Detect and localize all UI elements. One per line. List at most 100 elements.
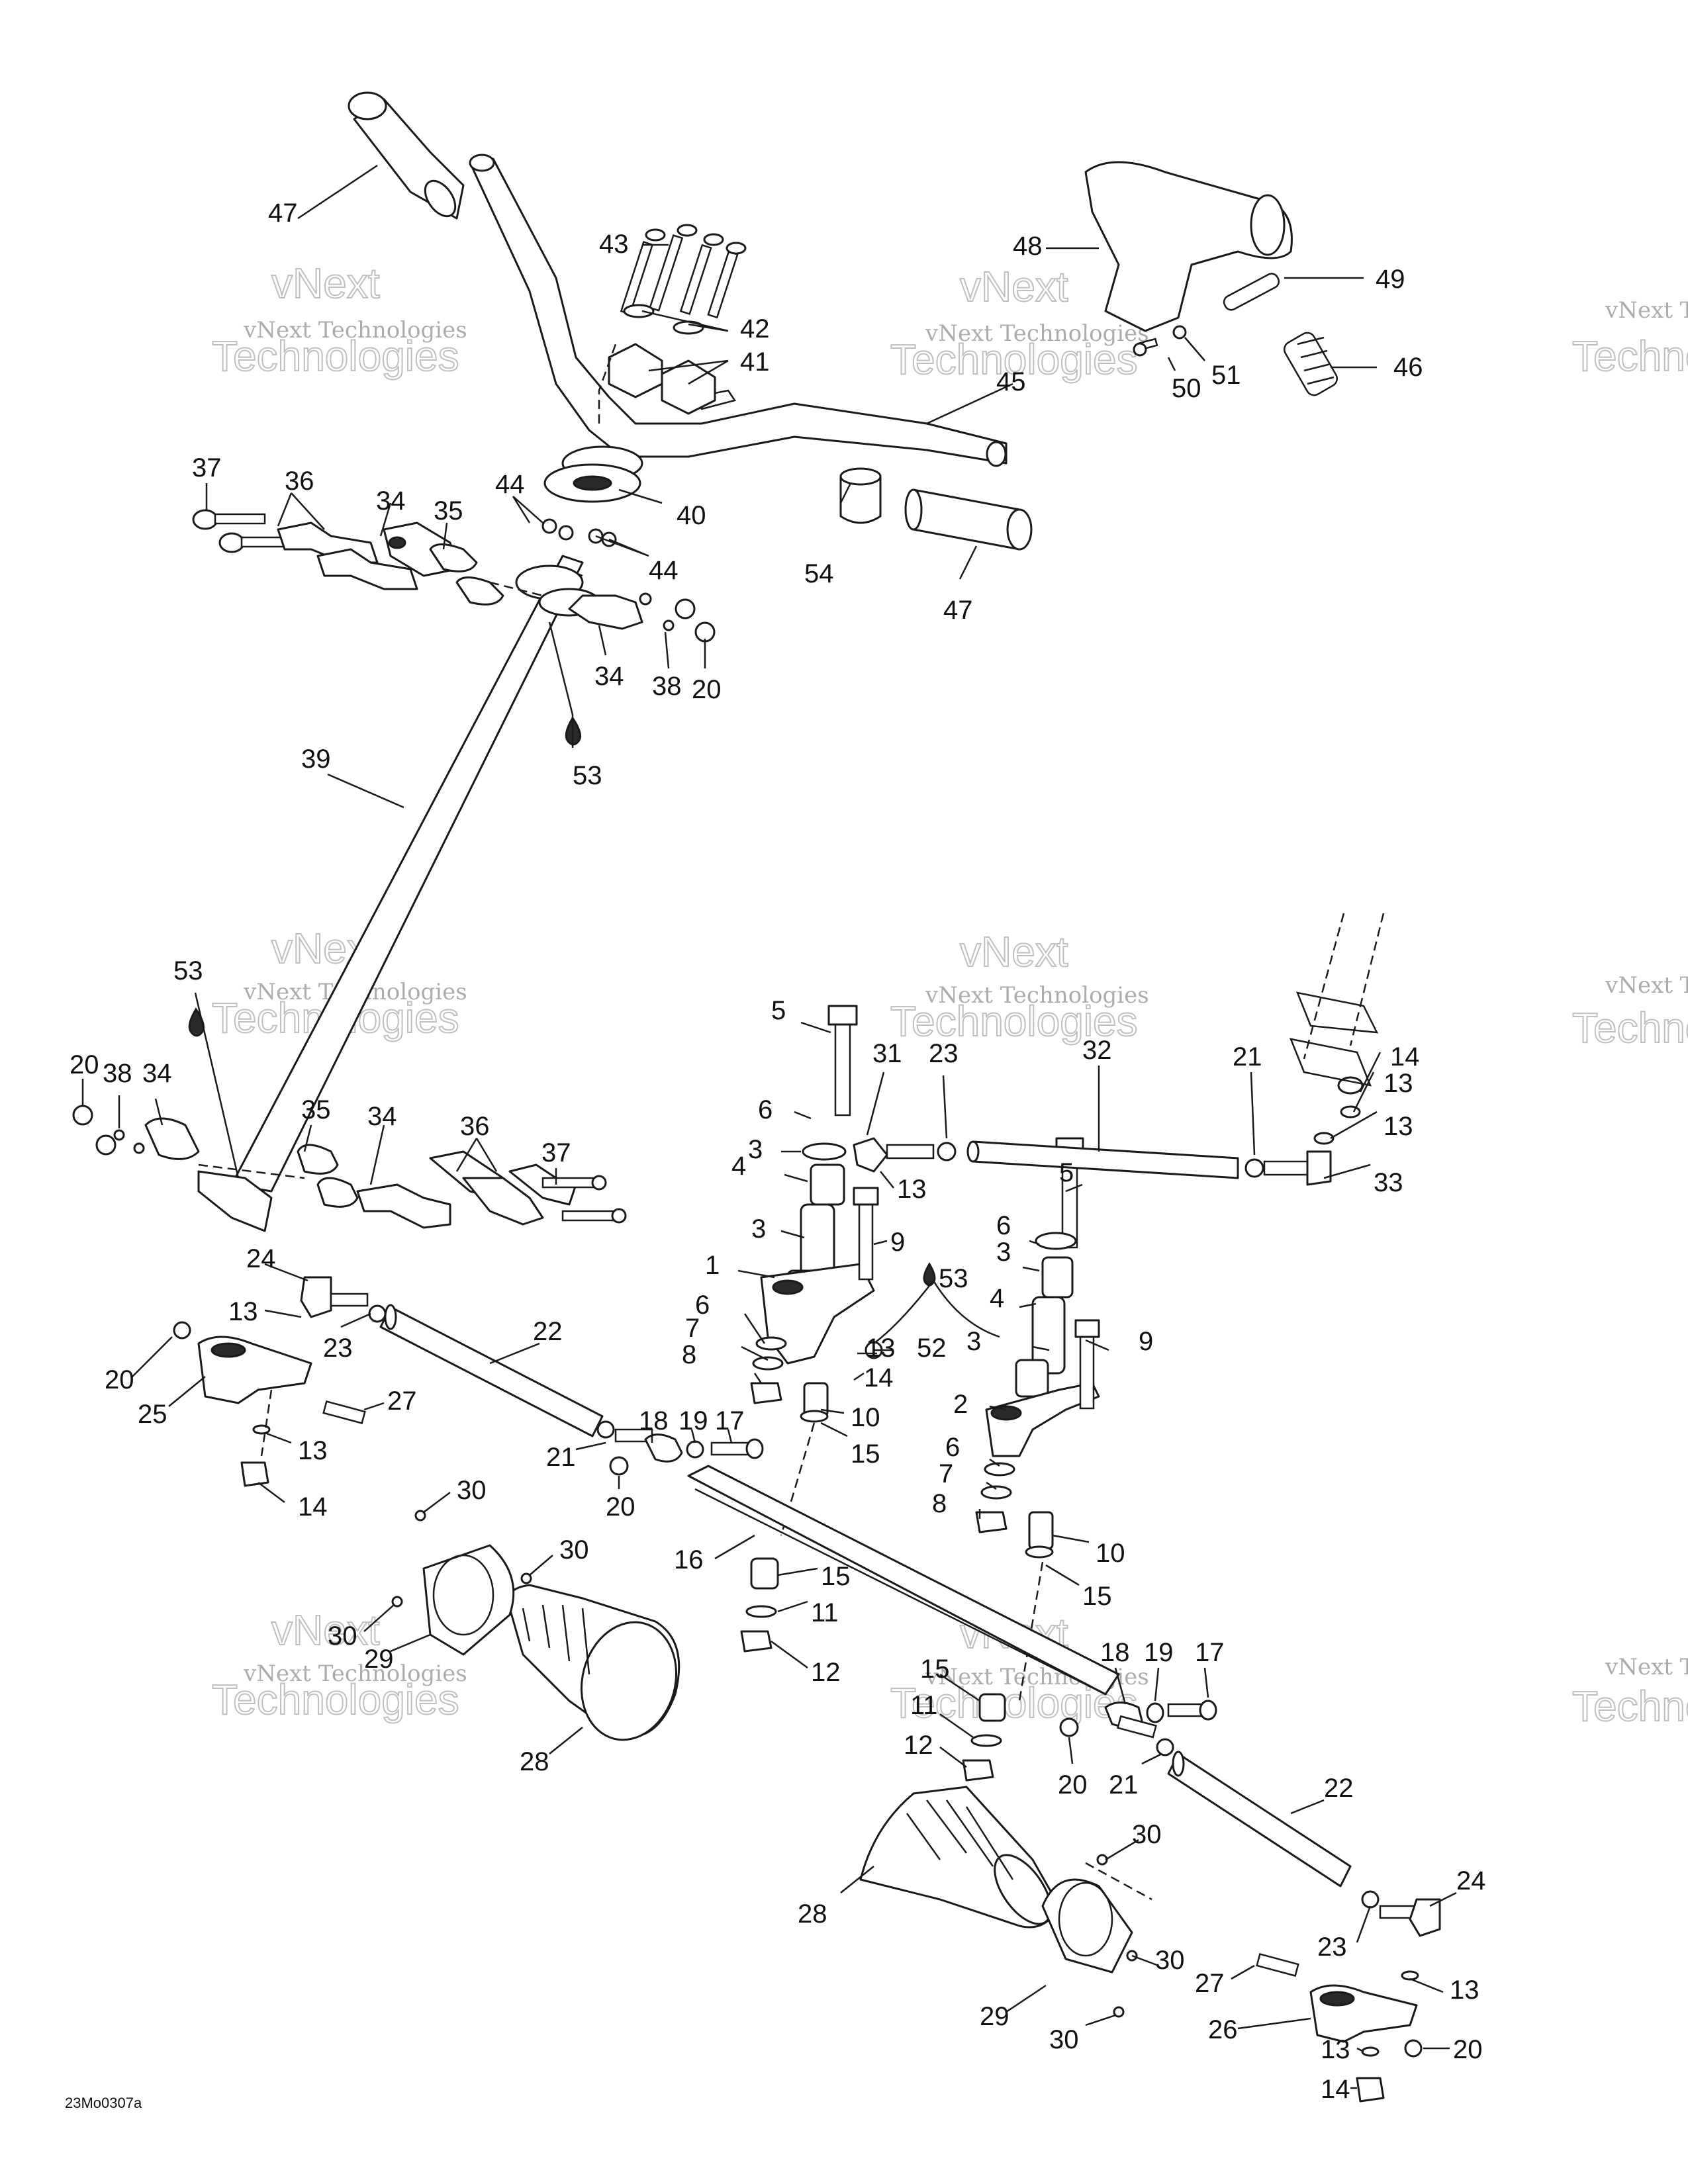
callout-32: 32 bbox=[1082, 1036, 1112, 1065]
watermark-outline: Technologies bbox=[890, 336, 1138, 383]
callout-7: 7 bbox=[685, 1314, 700, 1343]
callout-22: 22 bbox=[1324, 1774, 1354, 1803]
callout-47: 47 bbox=[943, 596, 973, 625]
coil-spring bbox=[1283, 332, 1338, 396]
callout-45: 45 bbox=[996, 367, 1026, 396]
callout-14: 14 bbox=[1390, 1042, 1420, 1071]
callout-8: 8 bbox=[932, 1489, 947, 1518]
watermark-outline: Technologies bbox=[212, 1676, 459, 1723]
callout-21: 21 bbox=[1109, 1770, 1139, 1799]
watermark-text: vNext Technologies bbox=[1605, 1654, 1688, 1680]
callout-23: 23 bbox=[323, 1334, 353, 1363]
watermark-outline: Technologies bbox=[890, 997, 1138, 1045]
steering-column bbox=[230, 555, 600, 1193]
watermark-outline: Technologies bbox=[212, 332, 459, 380]
callout-30: 30 bbox=[1049, 2025, 1079, 2054]
callout-34: 34 bbox=[142, 1059, 172, 1088]
callout-3: 3 bbox=[966, 1327, 981, 1356]
callout-17: 17 bbox=[1195, 1638, 1225, 1667]
callout-36: 36 bbox=[460, 1112, 490, 1141]
cover-nut bbox=[1172, 325, 1187, 340]
callout-13: 13 bbox=[1450, 1976, 1479, 2005]
clamp-cushion bbox=[839, 467, 882, 524]
handlebar-clamp bbox=[608, 343, 716, 415]
watermark-text: vNext Technologies bbox=[1605, 297, 1688, 324]
callout-46: 46 bbox=[1393, 353, 1423, 382]
tie-rod-left bbox=[173, 1276, 653, 1487]
callout-34: 34 bbox=[376, 486, 406, 516]
callout-29: 29 bbox=[364, 1645, 394, 1674]
crossbar-bushings bbox=[740, 1557, 1006, 1782]
figure-reference: 23Mo0307a bbox=[65, 2095, 142, 2111]
callout-36: 36 bbox=[285, 467, 314, 496]
callout-54: 54 bbox=[804, 559, 834, 588]
callout-23: 23 bbox=[1317, 1933, 1347, 1962]
callout-24: 24 bbox=[246, 1244, 276, 1273]
callout-13: 13 bbox=[866, 1334, 896, 1363]
handlebar-assembly bbox=[348, 91, 1338, 551]
callout-20: 20 bbox=[1058, 1770, 1088, 1799]
callout-38: 38 bbox=[103, 1059, 132, 1088]
callout-15: 15 bbox=[821, 1562, 851, 1591]
callout-14: 14 bbox=[864, 1363, 894, 1392]
callout-24: 24 bbox=[1456, 1866, 1486, 1895]
callout-38: 38 bbox=[652, 672, 682, 701]
callout-12: 12 bbox=[904, 1731, 933, 1760]
callout-18: 18 bbox=[639, 1406, 669, 1435]
callout-6: 6 bbox=[758, 1095, 773, 1124]
callout-5: 5 bbox=[1059, 1158, 1074, 1187]
callout-53: 53 bbox=[939, 1264, 968, 1293]
callout-19: 19 bbox=[679, 1406, 708, 1435]
callout-13: 13 bbox=[1321, 2035, 1350, 2064]
tie-rod-right bbox=[1256, 1890, 1441, 2103]
callout-3: 3 bbox=[996, 1238, 1011, 1267]
steering-arm-1 bbox=[750, 1005, 883, 1536]
callout-9: 9 bbox=[1139, 1327, 1153, 1356]
callout-42: 42 bbox=[740, 314, 770, 343]
callout-15: 15 bbox=[920, 1655, 950, 1684]
callout-53: 53 bbox=[173, 956, 203, 985]
callout-27: 27 bbox=[1195, 1969, 1225, 1998]
steering-boot-left bbox=[507, 1584, 680, 1741]
callout-41: 41 bbox=[740, 347, 770, 377]
callout-47: 47 bbox=[268, 199, 298, 228]
callout-11: 11 bbox=[910, 1691, 938, 1720]
callout-16: 16 bbox=[674, 1545, 704, 1574]
callout-13: 13 bbox=[228, 1297, 258, 1326]
callout-15: 15 bbox=[1082, 1582, 1112, 1611]
callout-20: 20 bbox=[105, 1365, 134, 1394]
watermark-text: vNext Technologies bbox=[925, 982, 1149, 1009]
watermark-outline: vNext bbox=[271, 1606, 380, 1654]
callout-14: 14 bbox=[1321, 2075, 1350, 2104]
hand-guard-cover bbox=[1084, 161, 1293, 332]
callout-4: 4 bbox=[990, 1284, 1004, 1313]
crossbar-hardware-right bbox=[1059, 1700, 1352, 1888]
callout-13: 13 bbox=[1383, 1112, 1413, 1141]
callout-48: 48 bbox=[1013, 232, 1043, 261]
spring bbox=[1223, 273, 1280, 311]
callout-7: 7 bbox=[939, 1459, 953, 1488]
callout-14: 14 bbox=[298, 1492, 328, 1522]
callout-labels: 47 43 42 41 45 48 49 46 50 51 37 36 34 3… bbox=[70, 199, 1486, 2104]
callout-13: 13 bbox=[1383, 1069, 1413, 1098]
callout-5: 5 bbox=[771, 996, 786, 1025]
watermark-outline: Technologies bbox=[1572, 332, 1688, 380]
callout-30: 30 bbox=[1155, 1946, 1185, 1975]
callout-30: 30 bbox=[1132, 1820, 1162, 1849]
callout-22: 22 bbox=[533, 1317, 563, 1346]
mounting-plate-right bbox=[1041, 1854, 1152, 2018]
callout-15: 15 bbox=[851, 1439, 880, 1469]
callout-17: 17 bbox=[715, 1406, 745, 1435]
callout-31: 31 bbox=[872, 1039, 902, 1068]
callout-18: 18 bbox=[1100, 1638, 1130, 1667]
callout-8: 8 bbox=[682, 1340, 696, 1369]
callout-52: 52 bbox=[917, 1334, 947, 1363]
callout-3: 3 bbox=[751, 1214, 766, 1244]
callout-33: 33 bbox=[1374, 1168, 1403, 1197]
callout-37: 37 bbox=[541, 1138, 571, 1167]
callout-49: 49 bbox=[1376, 265, 1405, 294]
callout-26: 26 bbox=[1208, 2015, 1238, 2044]
cover-screw bbox=[1133, 338, 1158, 357]
callout-20: 20 bbox=[70, 1050, 99, 1079]
watermark-outline: vNext bbox=[960, 263, 1068, 310]
